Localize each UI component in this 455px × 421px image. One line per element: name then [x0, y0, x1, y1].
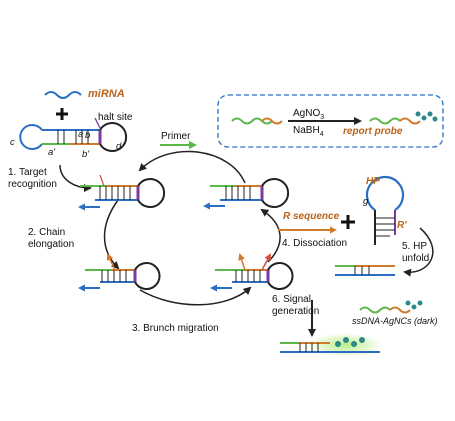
- cycle-arrow-right: [260, 208, 281, 263]
- plus-icon: [56, 108, 68, 120]
- r-prime-label: R': [397, 220, 407, 231]
- unfolded-duplex: [335, 265, 395, 276]
- label-g: g: [363, 196, 369, 207]
- complex-step1: [78, 174, 166, 211]
- label-b-prime: b': [82, 149, 90, 160]
- plus-icon-2: [341, 215, 355, 229]
- complex-step4: [203, 178, 290, 210]
- complex-step3: [210, 253, 294, 292]
- label-b: b: [85, 130, 91, 141]
- label-a: a: [78, 129, 84, 140]
- ssdna-agncs-strand: [359, 300, 423, 314]
- ssdna-agncs-label: ssDNA-AgNCs (dark): [352, 316, 438, 326]
- arrow-hp-unfold: [403, 227, 434, 277]
- arrow-target-recognition: [59, 164, 92, 192]
- halt-site-label: halt site: [98, 112, 133, 123]
- mirna-label: miRNA: [88, 88, 125, 100]
- report-probe-label: report probe: [343, 126, 403, 137]
- report-probe-strand: [369, 111, 438, 125]
- label-c: c: [10, 137, 15, 148]
- cycle-arrow-top: [138, 150, 246, 184]
- primer-label: Primer: [161, 131, 191, 142]
- nabh4-label: NaBH4: [293, 125, 324, 138]
- hairpin-template: [19, 117, 128, 152]
- step4-label: 4. Dissociation: [282, 238, 348, 249]
- hp-label: HP: [366, 176, 380, 187]
- label-a-prime: a': [48, 147, 56, 158]
- agno3-label: AgNO3: [293, 108, 325, 121]
- label-d: d: [116, 141, 122, 152]
- raw-strand: [231, 117, 273, 125]
- complex-step2: [78, 253, 161, 292]
- reaction-box: [217, 94, 444, 148]
- step3-label: 3. Brunch migration: [132, 323, 219, 334]
- r-sequence-label: R sequence: [283, 211, 340, 222]
- hp-hairpin: [365, 175, 405, 245]
- mirna-strand: [44, 91, 82, 99]
- cycle-arrow-left: [103, 199, 120, 270]
- cycle-arrow-bottom: [139, 286, 252, 306]
- signal-complex: [280, 333, 383, 357]
